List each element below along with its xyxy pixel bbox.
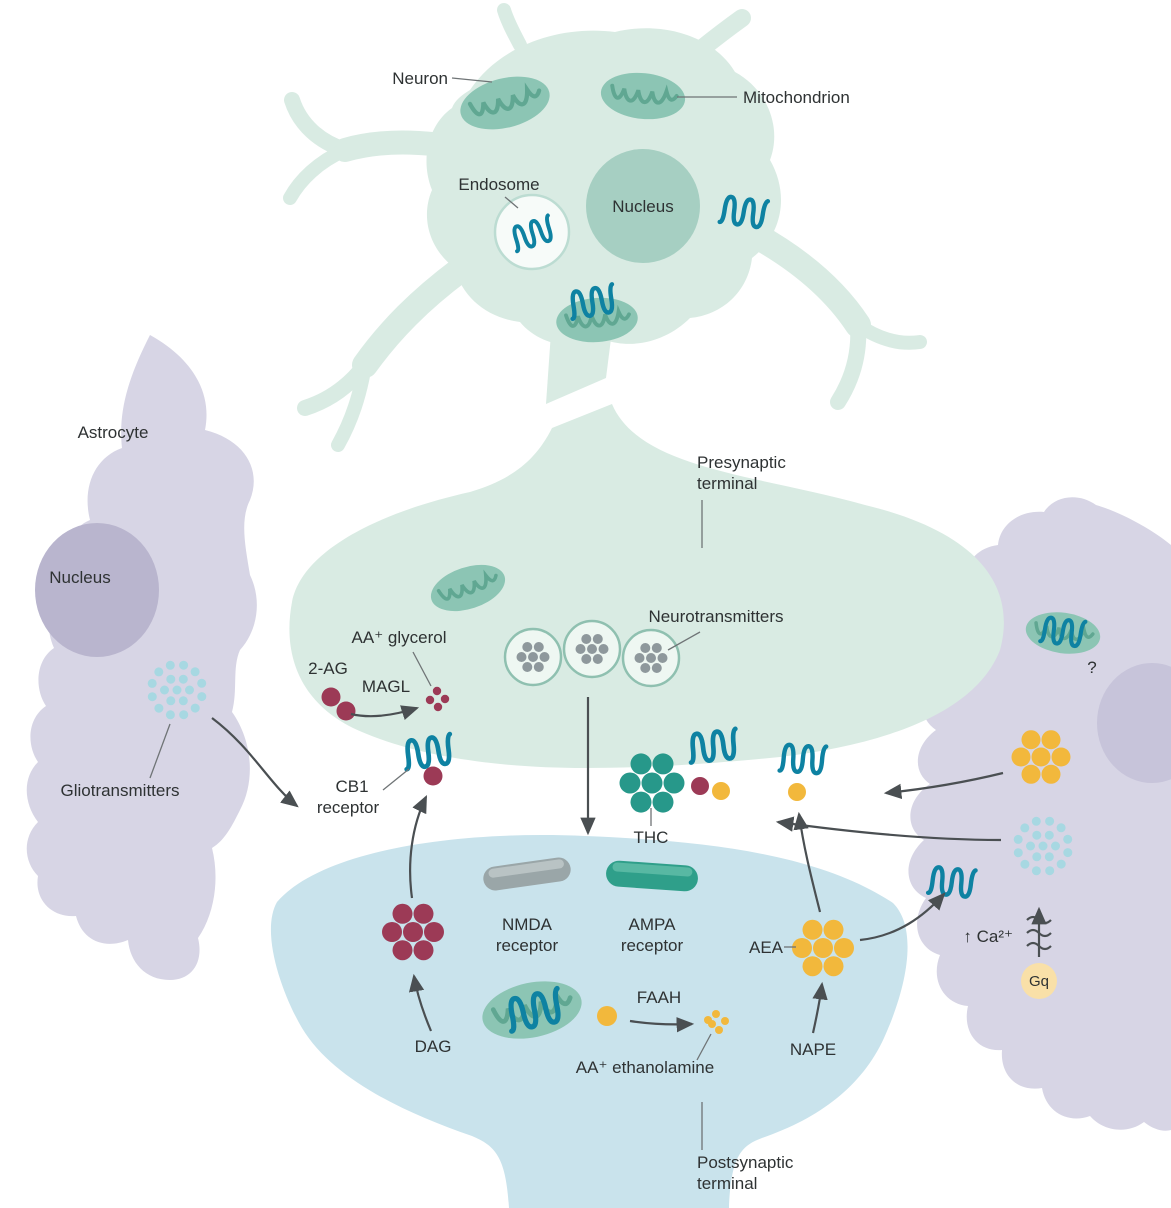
astrocyte-yellow-cluster [1011,730,1071,784]
cleft-yellow-dot [712,782,730,800]
astrocyte-nucleus-shape [35,523,159,657]
neurotransmitters-label: Neurotransmitters [648,607,783,626]
aea-to-receptor-arrow [859,892,946,942]
dendrite [331,358,372,452]
presynaptic-label-line2: terminal [697,474,757,493]
dendrite [742,222,871,338]
endosome-pointer [504,196,519,209]
astrocyte-label: Astrocyte [78,423,149,442]
gliotransmitter-cluster-right [1013,816,1073,876]
astrocyte-gliotransmitter-arrow [775,816,1002,842]
cb1-bound-2ag-dot [423,766,443,786]
two-ag-dots [321,687,356,721]
neurotransmitter-dots-2 [575,634,609,664]
postsynaptic-label-line2: terminal [697,1174,757,1193]
nmda-label-line2: receptor [496,936,559,955]
gliotransmitter-cluster-left [147,660,207,720]
neurotransmitter-dots-1 [516,642,550,672]
cb1-label-line2: receptor [317,798,380,817]
dag-cluster [382,903,444,961]
aa-ethanolamine-pointer [696,1033,712,1061]
two-ag-label: 2-AG [308,659,348,678]
nmda-receptor-shape [483,857,571,891]
aea-cluster [792,919,854,977]
gliotransmitters-pointer [149,723,171,779]
faah-label: FAAH [637,988,681,1007]
faah-substrate-dot [597,1006,617,1026]
thc-label: THC [634,828,669,847]
calcium-label: ↑ Ca²⁺ [963,927,1013,946]
dendrite [283,143,352,205]
dag-label-arrow [408,973,433,1032]
ampa-label-line2: receptor [621,936,684,955]
neuron-nucleus-shape [586,149,700,263]
thc-cluster [619,753,685,813]
aa-ethanolamine-label: AA⁺ ethanolamine [576,1058,714,1077]
faah-reaction-arrow [629,1017,695,1033]
cb1-pointer [382,768,410,791]
presynaptic-terminal-shape [289,404,1004,768]
presynaptic-label-line1: Presynaptic [697,453,786,472]
mitochondrion-label: Mitochondrion [743,88,850,107]
aa-glycerol-label: AA⁺ glycerol [352,628,447,647]
aa-ethanolamine-dots [704,1010,729,1034]
neurotransmitters-pointer [667,631,701,651]
astrocyte-right-nucleus-shape [1097,663,1171,783]
dag-to-cb1-arrow [409,795,427,899]
gliotransmitters-label: Gliotransmitters [60,781,179,800]
text-labels: Neuron Mitochondrion Endosome Nucleus As… [49,69,1096,1193]
neuron-nucleus-label: Nucleus [612,197,673,216]
pointer-lines [149,77,796,1150]
nmda-label-line1: NMDA [502,915,553,934]
molecule-clusters [147,634,1073,1034]
dendrite [352,257,473,378]
dendrite [830,317,867,410]
dendrite [497,3,527,52]
neurotransmitter-dots-3 [634,643,668,673]
cb1-label-line1: CB1 [335,777,368,796]
nape-to-aea-arrow [811,981,828,1034]
aa-glycerol-dots [425,686,450,712]
calcium-wave [1026,928,1052,938]
ampa-receptor-shape [606,860,698,892]
aea-label: AEA [749,938,784,957]
neuron-pointer [451,77,493,83]
dag-label: DAG [415,1037,452,1056]
aea-bound-dot [788,783,806,801]
receptors [403,195,1086,1031]
astrocyte-left [26,335,257,980]
arrows [211,697,1004,1034]
astrocyte-to-cleft-arrow [883,771,1004,800]
neuron-label: Neuron [392,69,448,88]
aa-glycerol-pointer [412,651,432,687]
cleft-red-dot [691,777,709,795]
calcium-wave [1026,941,1052,951]
nape-label: NAPE [790,1040,836,1059]
calcium-wave [1026,915,1052,925]
postsynaptic-label-line1: Postsynaptic [697,1153,794,1172]
magl-label: MAGL [362,677,410,696]
endosome-label: Endosome [458,175,539,194]
astrocyte-nucleus-label: Nucleus [49,568,110,587]
gq-protein: Gq [1021,906,1057,999]
magl-reaction-arrow [350,705,420,721]
gliotransmitter-arrow [211,717,299,808]
ampa-label-line1: AMPA [629,915,677,934]
gq-label: Gq [1029,973,1049,990]
gq-circle [1021,963,1057,999]
question-mark-label: ? [1087,658,1096,677]
